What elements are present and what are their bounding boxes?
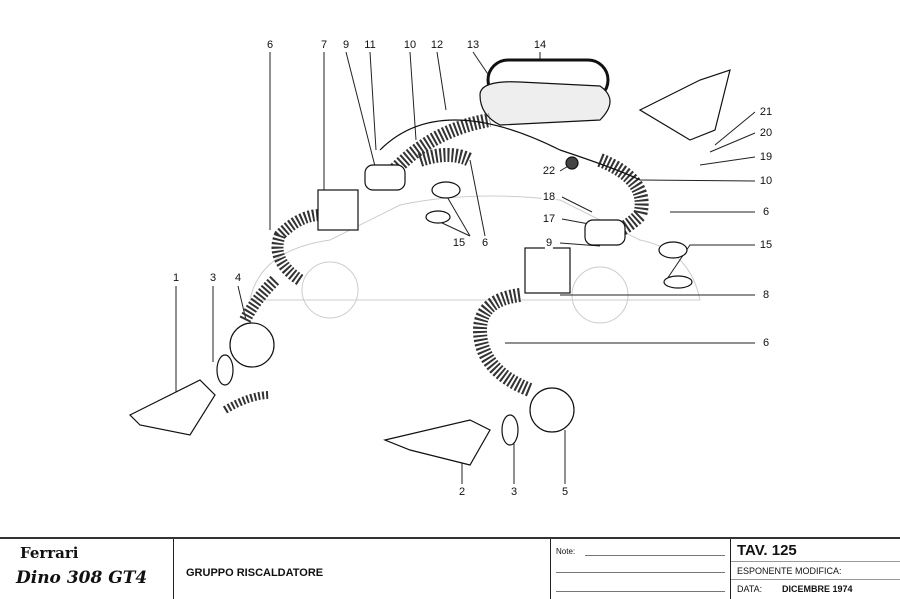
intake-2 <box>383 419 491 466</box>
table-number: TAV. 125 <box>737 542 797 559</box>
blower-5 <box>529 387 575 433</box>
vent-15 <box>431 181 461 199</box>
revision-label: ESPONENTE MODIFICA: <box>737 566 842 576</box>
air-box <box>479 81 611 126</box>
callout: 10 <box>758 175 774 187</box>
callout: 9 <box>341 39 351 51</box>
flap-valve-9 <box>364 164 406 191</box>
clamp-3 <box>216 354 234 386</box>
callout: 13 <box>465 39 481 51</box>
callout: 9 <box>544 237 554 249</box>
date-value: DICEMBRE 1974 <box>782 584 853 594</box>
callout: 11 <box>363 39 377 51</box>
callout: 20 <box>758 127 774 139</box>
note-label: Note: <box>556 547 576 556</box>
callout: 4 <box>233 272 243 284</box>
callout: 17 <box>541 213 557 225</box>
valve-box-7 <box>317 189 359 231</box>
intake-1 <box>128 379 216 436</box>
callout: 7 <box>319 39 329 51</box>
callout: 12 <box>429 39 445 51</box>
callout: 19 <box>758 151 774 163</box>
callout: 3 <box>509 486 519 498</box>
logo-area: Ferrari Dino 308 GT4 <box>12 539 172 599</box>
callout: 14 <box>532 39 548 51</box>
callout: 6 <box>761 337 771 349</box>
callout: 22 <box>541 165 557 177</box>
parts <box>128 58 731 466</box>
heater-assembly-drawing <box>128 51 756 484</box>
callout: 8 <box>761 289 771 301</box>
hose-left <box>271 209 321 285</box>
exploded-parts-diagram: 6 7 9 11 10 12 13 14 21 20 19 22 10 18 6… <box>128 39 774 498</box>
callout: 6 <box>265 39 275 51</box>
callout: 10 <box>402 39 418 51</box>
grommet-22 <box>565 156 579 170</box>
hose-6-right <box>472 288 533 397</box>
callout: 15 <box>758 239 774 251</box>
callout: 6 <box>480 237 490 249</box>
control-bracket <box>638 69 731 141</box>
callout: 6 <box>761 206 771 218</box>
blower-4 <box>229 322 275 368</box>
ferrari-logo: Ferrari <box>20 544 79 562</box>
leader-lines <box>175 51 756 484</box>
callout: 2 <box>457 486 467 498</box>
note-line <box>556 572 725 573</box>
group-title: GRUPPO RISCALDATORE <box>186 567 324 579</box>
dino-logo: Dino 308 GT4 <box>16 568 148 588</box>
hose-10-left <box>384 113 492 180</box>
callout: 1 <box>171 272 181 284</box>
title-block: Ferrari Dino 308 GT4 GRUPPO RISCALDATORE… <box>0 537 900 599</box>
callout: 18 <box>541 191 557 203</box>
clamp-3b <box>501 414 519 446</box>
callout: 5 <box>560 486 570 498</box>
cable-12 <box>379 119 641 181</box>
note-line <box>556 591 725 592</box>
callout: 3 <box>208 272 218 284</box>
valve-box-8 <box>524 247 571 294</box>
note-line <box>585 555 725 556</box>
callout: 21 <box>758 106 774 118</box>
flap-valve-9b <box>584 219 626 246</box>
date-label: DATA: <box>737 584 763 594</box>
callout: 15 <box>451 237 467 249</box>
